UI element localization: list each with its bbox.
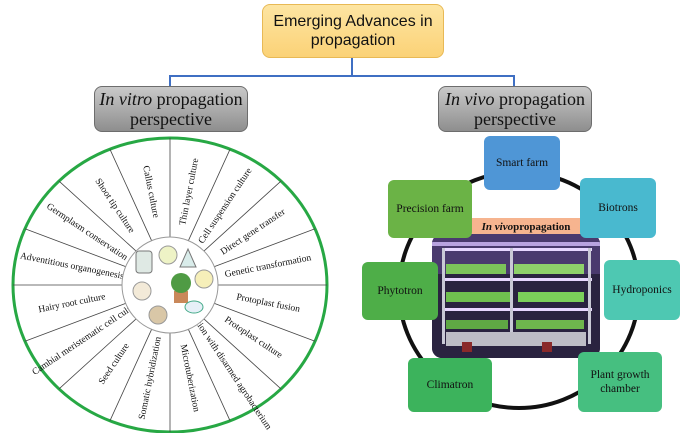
in-vivo-node-label: Phytotron [377, 285, 423, 297]
in-vivo-heading-italic: In vivo [445, 89, 495, 109]
wheel-spoke [214, 228, 316, 268]
in-vivo-node-climatron: Climatron [408, 358, 492, 412]
in-vivo-center-label: In vivo propagation [467, 218, 585, 235]
in-vivo-node-label: Plant growth chamber [590, 369, 650, 395]
in-vivo-heading: In vivo propagation perspective [438, 86, 592, 132]
cells-icon [132, 281, 152, 301]
plant-leaves-icon [171, 273, 191, 293]
agrobacterium-icon [184, 300, 204, 314]
in-vitro-heading: In vitro propagation perspective [94, 86, 248, 132]
main-title-box: Emerging Advances in propagation [262, 4, 444, 58]
in-vivo-node-label: Precision farm [396, 203, 464, 215]
wheel-spoke [188, 329, 231, 421]
in-vivo-node-label: Climatron [426, 379, 474, 391]
seed-dish-icon [148, 305, 168, 325]
wheel-spoke [58, 318, 137, 390]
growth-shelf-illustration [432, 234, 600, 358]
wheel-spoke [58, 180, 137, 252]
wheel-spoke [24, 302, 126, 342]
in-vivo-center-italic: In vivo [481, 220, 514, 233]
wheel-spoke [24, 228, 126, 268]
wheel-spoke [188, 149, 231, 241]
growth-shelf-photo [432, 234, 600, 358]
in-vivo-node-plant-growth-chamber: Plant growth chamber [578, 352, 662, 412]
wheel-spoke [203, 180, 282, 252]
in-vivo-center-rest: propagation [513, 220, 571, 233]
in-vivo-node-phytotron: Phytotron [362, 262, 438, 320]
title-line-2: propagation [310, 32, 396, 49]
in-vitro-heading-rest: propagation [152, 89, 243, 109]
protoplast-icon [194, 269, 214, 289]
in-vivo-heading-rest: propagation [494, 89, 585, 109]
in-vivo-node-label: Biotrons [598, 202, 638, 214]
in-vivo-node-hydroponics: Hydroponics [604, 260, 680, 320]
in-vitro-heading-italic: In vitro [99, 89, 153, 109]
in-vivo-node-label: Hydroponics [612, 284, 672, 296]
jar-icon [135, 250, 153, 274]
wheel-spoke [203, 318, 282, 390]
in-vitro-heading-line2: perspective [130, 109, 212, 129]
in-vivo-heading-line2: perspective [474, 109, 556, 129]
potted-plant-icon [174, 291, 188, 303]
in-vivo-node-precision-farm: Precision farm [388, 180, 472, 238]
in-vivo-node-biotrons: Biotrons [580, 178, 656, 238]
title-line-1: Emerging Advances in [273, 13, 433, 30]
in-vivo-node-smart-farm: Smart farm [484, 136, 560, 190]
connector-tree [169, 75, 515, 86]
wheel-spoke [109, 149, 152, 241]
wheel-spoke [109, 329, 152, 421]
petri-dish-icon [158, 245, 178, 265]
wheel-spoke [214, 302, 316, 342]
flask-icon [179, 247, 197, 268]
in-vivo-node-label: Smart farm [495, 157, 549, 169]
